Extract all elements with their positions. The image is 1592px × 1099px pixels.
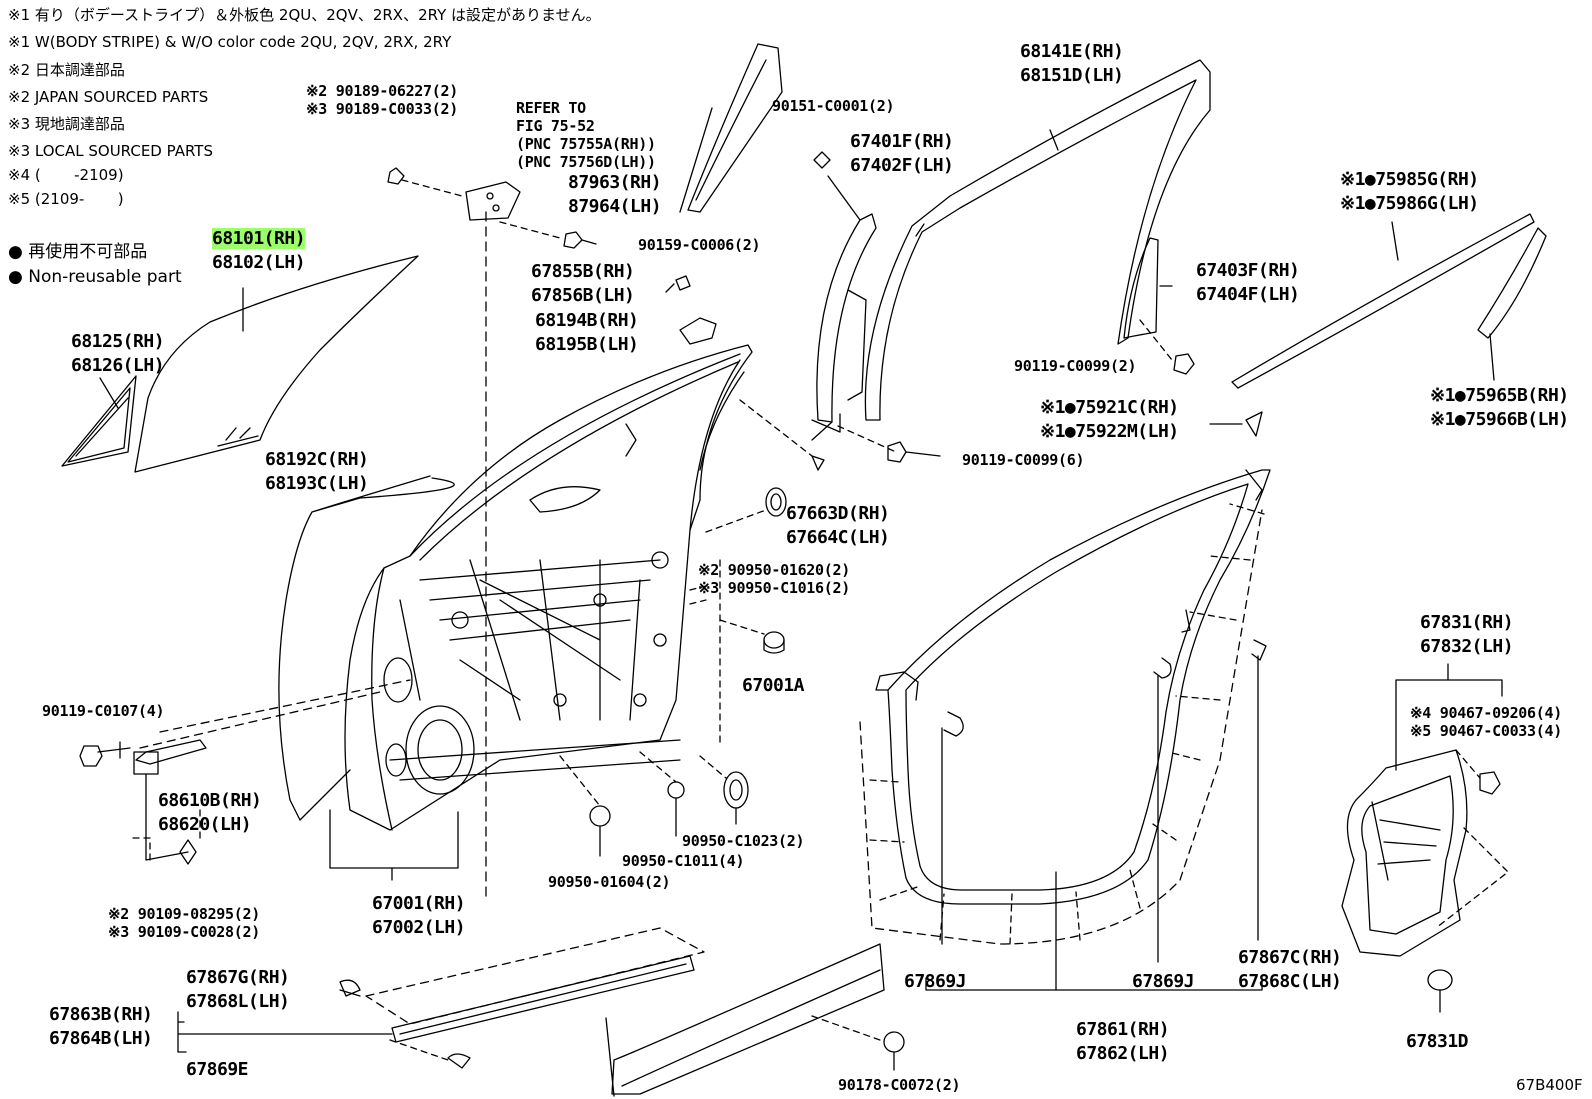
part-90467-label[interactable]: ※4 90467-09206(4)※5 90467-C0033(4) — [1410, 704, 1562, 740]
part-67403-label[interactable]: 67403F(RH)67404F(LH) — [1196, 260, 1300, 305]
note-1-en: ※1 W(BODY STRIPE) & W/O color code 2QU, … — [8, 33, 452, 51]
part-90119-c0099-2-label[interactable]: 90119-C0099(2) — [1014, 357, 1137, 375]
part-90178-label[interactable]: 90178-C0072(2) — [838, 1076, 961, 1094]
part-67869J-left-label[interactable]: 67869J — [904, 971, 967, 992]
corner-piece[interactable] — [61, 375, 137, 467]
part-87963-label[interactable]: 87963(RH)87964(LH) — [568, 172, 662, 217]
part-67663-label[interactable]: 67663D(RH)67664C(LH) — [786, 503, 890, 548]
part-68610-label[interactable]: 68610B(RH)68620(LH) — [158, 790, 262, 835]
part-90119-c0107-label[interactable]: 90119-C0107(4) — [42, 702, 165, 720]
part-90950-01620-label[interactable]: ※2 90950-01620(2)※3 90950-C1016(2) — [698, 561, 850, 597]
part-67869J-right-label[interactable]: 67869J — [1132, 971, 1195, 992]
part-90189-label[interactable]: ※2 90189-06227(2)※3 90189-C0033(2) — [306, 82, 458, 118]
division-piece[interactable] — [1123, 237, 1159, 339]
run-channel-vertical[interactable] — [816, 213, 877, 423]
door-weatherstrip[interactable] — [887, 469, 1271, 905]
part-90109-label[interactable]: ※2 90109-08295(2)※3 90109-C0028(2) — [108, 905, 260, 941]
mirror-bracket[interactable] — [465, 181, 521, 221]
door-glass[interactable] — [134, 255, 419, 473]
part-75965-label[interactable]: ※1●75965B(RH)※1●75966B(LH) — [1430, 385, 1569, 430]
part-67831D-label[interactable]: 67831D — [1406, 1031, 1469, 1052]
part-90151-label[interactable]: 90151-C0001(2) — [772, 97, 895, 115]
part-68192-label[interactable]: 68192C(RH)68193C(LH) — [265, 449, 369, 494]
part-68101-label[interactable]: 68101(RH)68102(LH) — [212, 228, 306, 273]
legend-jp: ● 再使用不可部品 — [8, 242, 148, 262]
part-68194-label[interactable]: 68194B(RH)68195B(LH) — [535, 310, 639, 355]
part-67861-label[interactable]: 67861(RH)67862(LH) — [1076, 1019, 1170, 1064]
note-4: ※4 ( -2109) — [8, 166, 124, 184]
part-67867G-label[interactable]: 67867G(RH)67868L(LH) — [186, 967, 290, 1012]
figure-code: 67B400F — [1516, 1076, 1583, 1094]
note-1-jp: ※1 有り（ボデーストライプ）＆外板色 2QU、2QV、2RX、2RY は設定が… — [8, 6, 601, 24]
bracket-68194B — [679, 317, 717, 345]
part-67001A-label[interactable]: 67001A — [742, 675, 805, 696]
note-2-jp: ※2 日本調達部品 — [8, 61, 125, 79]
note-3-en: ※3 LOCAL SOURCED PARTS — [8, 142, 213, 160]
part-90950-c1011-label[interactable]: 90950-C1011(4) — [622, 852, 745, 870]
pillar-moulding[interactable] — [1477, 227, 1547, 339]
clip-75921C — [1245, 411, 1263, 437]
part-67831-label[interactable]: 67831(RH)67832(LH) — [1420, 612, 1514, 657]
part-75985-label[interactable]: ※1●75985G(RH)※1●75986G(LH) — [1340, 169, 1479, 214]
note-5: ※5 (2109- ) — [8, 190, 124, 208]
glass-run-channel[interactable] — [864, 59, 1211, 421]
note-3-jp: ※3 現地調達部品 — [8, 115, 125, 133]
note-2-en: ※2 JAPAN SOURCED PARTS — [8, 88, 209, 106]
legend-en: ● Non-reusable part — [8, 267, 182, 287]
part-67001-label[interactable]: 67001(RH)67002(LH) — [372, 893, 466, 938]
part-67867C-label[interactable]: 67867C(RH)67868C(LH) — [1238, 947, 1342, 992]
door-check[interactable] — [135, 739, 207, 765]
part-68141-label[interactable]: 68141E(RH)68151D(LH) — [1020, 41, 1124, 86]
part-67863-label[interactable]: 67863B(RH)67864B(LH) — [49, 1004, 153, 1049]
rocker-garnish[interactable] — [611, 943, 885, 1095]
part-90159-label[interactable]: 90159-C0006(2) — [638, 236, 761, 254]
part-90950-01604-label[interactable]: 90950-01604(2) — [548, 873, 671, 891]
part-67855-label[interactable]: 67855B(RH)67856B(LH) — [531, 261, 635, 306]
belt-moulding[interactable] — [1231, 213, 1535, 389]
part-68125-label[interactable]: 68125(RH)68126(LH) — [71, 331, 165, 376]
part-75921-label[interactable]: ※1●75921C(RH)※1●75922M(LH) — [1040, 397, 1179, 442]
part-67869E-label[interactable]: 67869E — [186, 1059, 249, 1080]
bolt-90119-C0107 — [79, 745, 131, 767]
part-90119-c0099-6-label[interactable]: 90119-C0099(6) — [962, 451, 1085, 469]
door-outer-panel — [278, 475, 455, 801]
part-67401-label[interactable]: 67401F(RH)67402F(LH) — [850, 131, 954, 176]
door-inner-panel[interactable] — [344, 344, 753, 831]
part-90950-c1023-label[interactable]: 90950-C1023(2) — [682, 832, 805, 850]
pillar-garnish — [687, 43, 783, 213]
